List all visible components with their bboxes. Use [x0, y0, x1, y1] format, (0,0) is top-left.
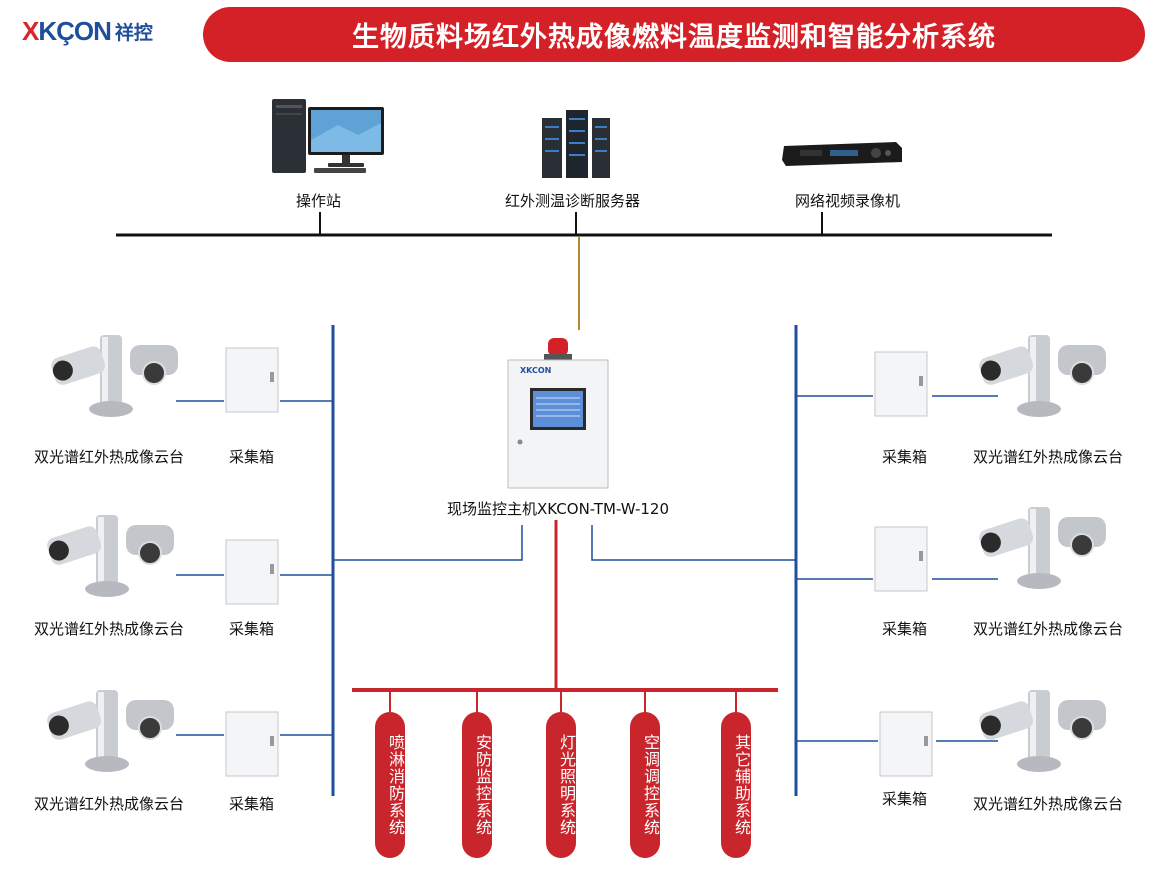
camera-icon	[979, 690, 1106, 772]
page-title: 生物质料场红外热成像燃料温度监测和智能分析系统	[203, 7, 1145, 62]
collector-box-label: 采集箱	[882, 790, 928, 808]
nvr-icon	[782, 142, 902, 166]
host-label: 现场监控主机XKCON-TM-W-120	[447, 498, 669, 519]
host-name: 现场监控主机	[447, 500, 538, 518]
collector-box-icon	[879, 711, 933, 777]
subsystem-auxiliary: 其它辅助系统	[721, 712, 751, 858]
collector-box-label: 采集箱	[229, 620, 275, 638]
camera-icon	[47, 690, 174, 772]
collector-box-icon	[874, 351, 928, 417]
camera-icon	[979, 335, 1106, 417]
subsystem-hvac: 空调调控系统	[630, 712, 660, 858]
subsystem-fire-sprinkler: 喷淋消防系统	[375, 712, 405, 858]
collector-box-icon	[874, 526, 928, 592]
camera-icon	[51, 335, 178, 417]
host-cabinet	[507, 338, 609, 489]
workstation-icon	[272, 99, 384, 173]
camera-label: 双光谱红外热成像云台	[973, 620, 1124, 638]
brand-cn-name: 祥控	[114, 21, 153, 44]
brand-logo: XKÇON 祥控	[22, 14, 153, 48]
subsystem-lighting: 灯光照明系统	[546, 712, 576, 858]
server-label: 红外测温诊断服务器	[505, 192, 641, 210]
host-model: XKCON-TM-W-120	[537, 500, 670, 518]
collector-box-icon	[225, 347, 279, 413]
camera-icon	[47, 515, 174, 597]
camera-label: 双光谱红外热成像云台	[34, 448, 185, 466]
camera-icon	[979, 507, 1106, 589]
collector-box-label: 采集箱	[229, 448, 275, 466]
camera-label: 双光谱红外热成像云台	[34, 795, 185, 813]
server-icon	[542, 110, 610, 178]
camera-label: 双光谱红外热成像云台	[34, 620, 185, 638]
collector-box-icon	[225, 539, 279, 605]
camera-label: 双光谱红外热成像云台	[973, 448, 1124, 466]
brand-mark: XKÇON	[22, 15, 112, 46]
workstation-label: 操作站	[296, 192, 342, 210]
collector-box-label: 采集箱	[229, 795, 275, 813]
right-bus-to-host	[591, 525, 796, 561]
host-panel-brand: XKCON	[520, 366, 552, 375]
collector-box-label: 采集箱	[882, 448, 928, 466]
camera-label: 双光谱红外热成像云台	[973, 795, 1124, 813]
collector-box-label: 采集箱	[882, 620, 928, 638]
subsystem-security: 安防监控系统	[462, 712, 492, 858]
collector-box-icon	[225, 711, 279, 777]
nvr-label: 网络视频录像机	[795, 192, 901, 210]
left-bus-to-host	[333, 525, 523, 561]
